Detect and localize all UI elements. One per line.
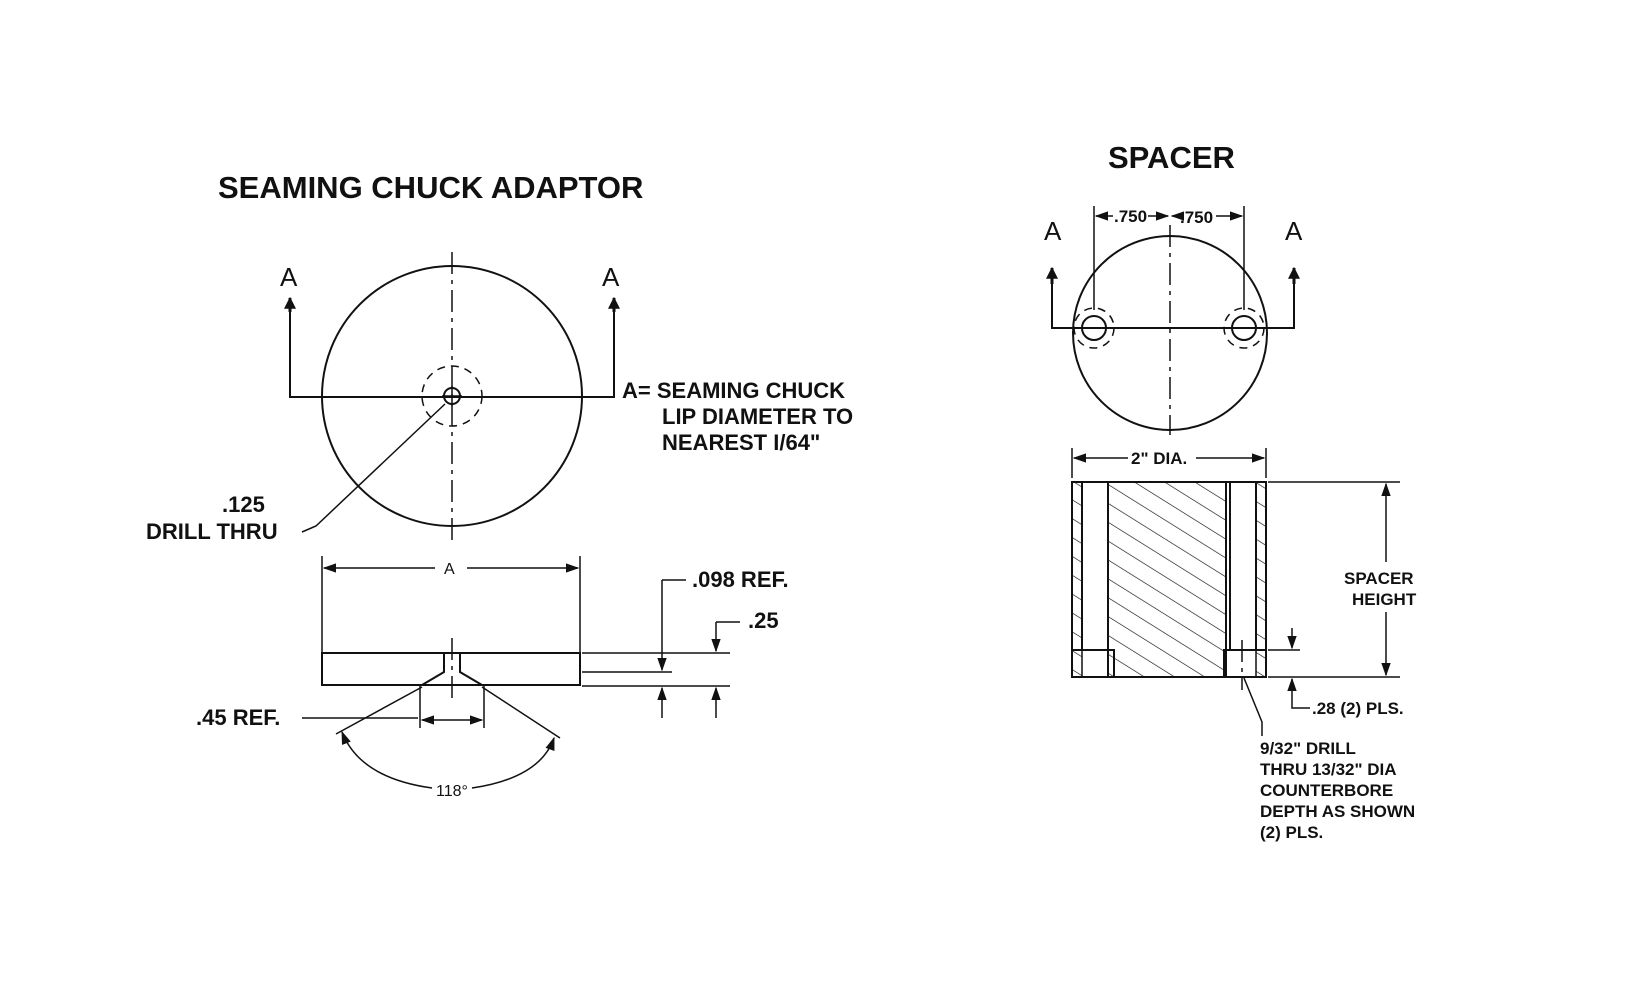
spacer-dim-28: .28 (2) PLS. bbox=[1312, 699, 1404, 718]
spacer-top-view: A A .750 .750 bbox=[1044, 206, 1303, 435]
spacer-note-line4: DEPTH AS SHOWN bbox=[1260, 802, 1415, 821]
spacer-note-line1: 9/32" DRILL bbox=[1260, 739, 1356, 758]
adaptor-section-view: A .098 REF. .25 .45 REF. bbox=[196, 556, 789, 800]
adaptor-top-view: A A .125 DRILL THRU A= SEAMING CHUCK LIP… bbox=[146, 252, 853, 545]
adaptor-dim-45: .45 REF. bbox=[196, 705, 280, 730]
adaptor-section-label-left: A bbox=[280, 262, 298, 292]
adaptor-angle: 118° bbox=[436, 783, 468, 800]
spacer-section-label-left: A bbox=[1044, 216, 1062, 246]
adaptor-drill-size: .125 bbox=[222, 492, 265, 517]
adaptor-dim-098: .098 REF. bbox=[692, 567, 789, 592]
spacer-section-label-right: A bbox=[1285, 216, 1303, 246]
spacer-height-line2: HEIGHT bbox=[1352, 590, 1417, 609]
spacer-dim-750-left: .750 bbox=[1114, 207, 1147, 226]
spacer-title: SPACER bbox=[1108, 140, 1235, 175]
spacer-note-line5: (2) PLS. bbox=[1260, 823, 1323, 842]
adaptor-section-label-right: A bbox=[602, 262, 620, 292]
adaptor-drawing: SEAMING CHUCK ADAPTOR A A .125 DRILL THR… bbox=[146, 170, 853, 800]
adaptor-section-line bbox=[289, 310, 615, 398]
spacer-dim-750-right: .750 bbox=[1180, 208, 1213, 227]
spacer-height-line1: SPACER bbox=[1344, 569, 1414, 588]
spacer-section-line bbox=[1051, 282, 1295, 329]
spacer-section-view: 2" DIA. SPACER HEIGHT bbox=[1071, 448, 1417, 842]
spacer-note-line2: THRU 13/32" DIA bbox=[1260, 760, 1397, 779]
adaptor-title: SEAMING CHUCK ADAPTOR bbox=[218, 170, 643, 205]
spacer-dim-dia: 2" DIA. bbox=[1131, 449, 1187, 468]
adaptor-note-line1: A= SEAMING CHUCK bbox=[622, 378, 845, 403]
adaptor-note-line2: LIP DIAMETER TO bbox=[662, 404, 853, 429]
adaptor-drill-leader bbox=[301, 403, 446, 533]
spacer-drawing: SPACER A A .750 .750 bbox=[1044, 140, 1417, 842]
adaptor-section-body bbox=[321, 652, 581, 686]
adaptor-note-line3: NEAREST I/64" bbox=[662, 430, 820, 455]
adaptor-dim-a: A bbox=[444, 561, 455, 578]
adaptor-dim-25: .25 bbox=[748, 608, 779, 633]
spacer-note-leader bbox=[1243, 677, 1263, 736]
adaptor-drill-thru: DRILL THRU bbox=[146, 519, 278, 544]
spacer-note-line3: COUNTERBORE bbox=[1260, 781, 1393, 800]
spacer-section-body bbox=[1071, 481, 1267, 678]
